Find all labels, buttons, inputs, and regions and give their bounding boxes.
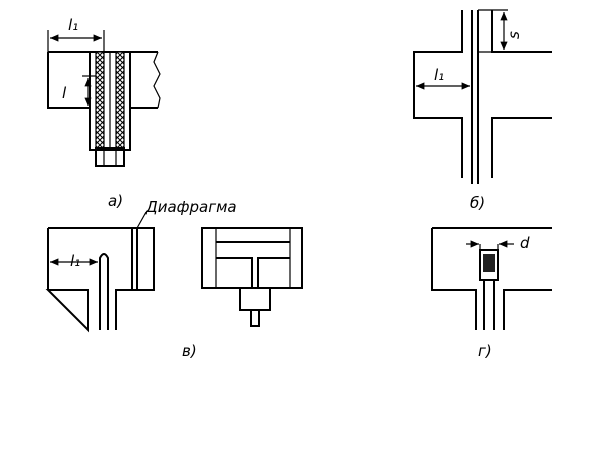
caption-v: в) (182, 342, 197, 360)
housing-v (45, 227, 155, 333)
sensor-stem-g (483, 280, 495, 330)
sensor-head-g (479, 249, 499, 281)
figure-v: Диафрагма l₁ в) (45, 198, 303, 360)
caption-a: а) (108, 192, 123, 210)
break-line-a (153, 51, 161, 109)
insulation-right-a (115, 51, 125, 149)
probe-v (99, 253, 109, 330)
label-s-b: s (505, 31, 523, 39)
sensor-element-g (483, 254, 495, 272)
caption-g: г) (478, 342, 492, 360)
figure-b: l₁ s б) (413, 9, 552, 212)
insulation-left-a (95, 51, 105, 149)
caption-b: б) (470, 194, 485, 212)
housing-g (431, 227, 552, 330)
label-d-g: d (520, 234, 530, 252)
label-l-a: l (62, 84, 67, 102)
label-l1-b: l₁ (434, 66, 444, 84)
pipe-left-b (413, 10, 463, 178)
figure-g: d г) (431, 227, 552, 360)
label-l1-v: l₁ (70, 252, 80, 270)
label-l1-a: l₁ (68, 16, 78, 34)
lead-a (95, 147, 125, 167)
transducer-v (239, 287, 271, 311)
figure-a: l₁ l а) (47, 16, 161, 210)
label-diaphragm: Диафрагма (145, 198, 237, 216)
